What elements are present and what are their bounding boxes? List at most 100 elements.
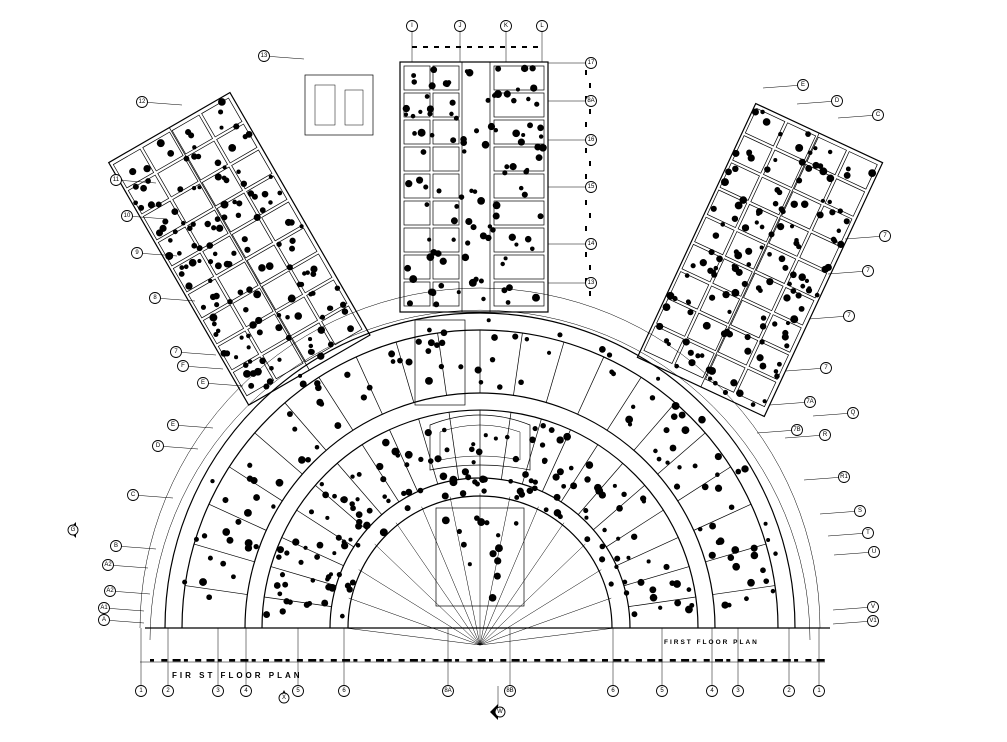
grid-bubble-right-3-label: T xyxy=(866,530,870,536)
grid-bubble-bottom-5: 6 xyxy=(338,685,350,697)
grid-bubble-left-0: A xyxy=(98,614,110,626)
grid-bubble-north-top-2-label: K xyxy=(504,23,508,29)
grid-bubble-north-top-2: K xyxy=(500,20,512,32)
grid-bubble-left-12-label: 9 xyxy=(135,250,139,256)
grid-bubble-left-1: A1 xyxy=(98,602,110,614)
plan-title: FIR ST FLOOR PLAN xyxy=(172,671,303,680)
grid-bubble-right-2: U xyxy=(868,546,880,558)
grid-bubble-left-1-label: A1 xyxy=(100,605,108,611)
grid-bubble-right-7: Q xyxy=(847,407,859,419)
grid-bubble-right-9-label: 7A xyxy=(806,399,813,405)
grid-bubble-left-6: D xyxy=(152,440,164,452)
grid-bubble-bottom-4-label: 5 xyxy=(296,688,300,694)
grid-bubble-north-right-0-label: 17 xyxy=(588,60,595,66)
grid-bubble-north-right-3: 15 xyxy=(585,181,597,193)
grid-bubble-bottom-1: 2 xyxy=(162,685,174,697)
grid-bubble-north-top-1-label: J xyxy=(459,23,462,29)
grid-bubble-left-5-label: C xyxy=(131,492,136,498)
grid-bubble-north-right-3-label: 15 xyxy=(588,184,595,190)
grid-bubble-bottom-0: 1 xyxy=(135,685,147,697)
grid-bubble-right-5-label: R1 xyxy=(840,474,848,480)
grid-bubble-left-3: A2 xyxy=(102,559,114,571)
dimension-marks xyxy=(150,46,825,662)
section-mark-w-label: W xyxy=(497,709,503,715)
grid-bubble-north-right-2-label: 16 xyxy=(588,137,595,143)
east-wing xyxy=(636,102,884,418)
grid-bubble-bottom-8: 6 xyxy=(607,685,619,697)
grid-bubble-bottom-12: 2 xyxy=(783,685,795,697)
grid-bubble-bottom-4: 5 xyxy=(292,685,304,697)
grid-bubble-left-2-label: A2 xyxy=(106,588,114,594)
grid-bubble-right-4-label: S xyxy=(858,508,862,514)
grid-bubble-north-right-1-label: 8A xyxy=(587,98,594,104)
grid-bubble-left-5: C xyxy=(127,489,139,501)
grid-bubble-north-right-4: 14 xyxy=(585,238,597,250)
grid-bubble-right-13: 7 xyxy=(879,230,891,242)
grid-bubble-north-top-3: L xyxy=(536,20,548,32)
grid-bubble-left-13-label: 10 xyxy=(124,213,131,219)
grid-bubble-bottom-13: 1 xyxy=(813,685,825,697)
grid-bubble-right-10: 7 xyxy=(820,362,832,374)
grid-bubble-right-6-label: R xyxy=(823,432,828,438)
grid-bubble-right-8: 7B xyxy=(791,424,803,436)
east-rooms xyxy=(643,107,878,408)
grid-bubble-left-9-label: F xyxy=(181,363,185,369)
grid-bubble-right-3: T xyxy=(862,527,874,539)
grid-bubble-bottom-1-label: 2 xyxy=(166,688,170,694)
grid-bubble-right-9: 7A xyxy=(804,396,816,408)
grid-bubble-bottom-10: 4 xyxy=(706,685,718,697)
grid-bubble-right-16: E xyxy=(797,79,809,91)
grid-bubble-right-15: D xyxy=(831,95,843,107)
grid-bubble-bottom-12-label: 2 xyxy=(787,688,791,694)
grid-bubble-right-4: S xyxy=(854,505,866,517)
section-mark-g: G xyxy=(67,522,79,538)
grid-bubble-right-7-label: Q xyxy=(851,410,856,416)
grid-bubble-left-15: 12 xyxy=(136,96,148,108)
grid-bubble-left-10: 7 xyxy=(170,346,182,358)
grid-bubble-left-16-label: 13 xyxy=(261,53,268,59)
grid-bubble-bottom-7-label: 8B xyxy=(506,688,513,694)
grid-bubble-bottom-13-label: 1 xyxy=(817,688,821,694)
grid-bubble-left-7: E xyxy=(167,419,179,431)
grid-bubble-right-10-label: 7 xyxy=(824,365,828,371)
north-rooms xyxy=(403,65,545,307)
grid-bubble-left-13: 10 xyxy=(121,210,133,222)
grid-bubble-bottom-6-label: 8A xyxy=(444,688,451,694)
grid-bubble-north-right-4-label: 14 xyxy=(588,241,595,247)
grid-bubble-right-15-label: D xyxy=(835,98,840,104)
grid-bubble-left-8-label: E xyxy=(201,380,205,386)
grid-bubble-right-5: R1 xyxy=(838,471,850,483)
grid-bubble-bottom-8-label: 6 xyxy=(611,688,615,694)
grid-bubble-right-11: 7 xyxy=(843,310,855,322)
grid-bubble-left-4: B xyxy=(110,540,122,552)
radial-fan-lines xyxy=(345,493,615,646)
grid-bubble-bottom-2: 3 xyxy=(212,685,224,697)
section-mark-x-label: X xyxy=(282,695,286,701)
grid-bubble-right-8-label: 7B xyxy=(793,427,800,433)
section-mark-w: W xyxy=(490,686,506,720)
grid-bubble-north-top-3-label: L xyxy=(540,23,544,29)
grid-bubble-bottom-3-label: 4 xyxy=(244,688,248,694)
grid-bubble-right-6: R xyxy=(819,429,831,441)
grid-bubble-bottom-6: 8A xyxy=(442,685,454,697)
grid-bubble-left-2: A2 xyxy=(104,585,116,597)
plan-title-secondary: FIRST FLOOR PLAN xyxy=(664,639,759,646)
grid-bubble-left-16: 13 xyxy=(258,50,270,62)
grid-bubble-bottom-2-label: 3 xyxy=(216,688,220,694)
west-wing xyxy=(107,91,371,406)
grid-bubble-bottom-9-label: 5 xyxy=(660,688,664,694)
section-mark-g-label: G xyxy=(71,527,76,533)
grid-bubble-left-10-label: 7 xyxy=(174,349,178,355)
grid-bubble-left-15-label: 12 xyxy=(139,99,146,105)
grid-bubble-left-8: E xyxy=(197,377,209,389)
grid-bubble-north-right-1: 8A xyxy=(585,95,597,107)
grid-bubble-right-1-label: V xyxy=(871,604,875,610)
grid-bubble-left-14: 11 xyxy=(110,174,122,186)
grid-bubble-north-top-0: I xyxy=(406,20,418,32)
grid-bubble-north-top-1: J xyxy=(454,20,466,32)
grid-bubble-bottom-5-label: 6 xyxy=(342,688,346,694)
grid-bubble-bottom-7: 8B xyxy=(504,685,516,697)
grid-bubble-north-right-5-label: 13 xyxy=(588,280,595,286)
